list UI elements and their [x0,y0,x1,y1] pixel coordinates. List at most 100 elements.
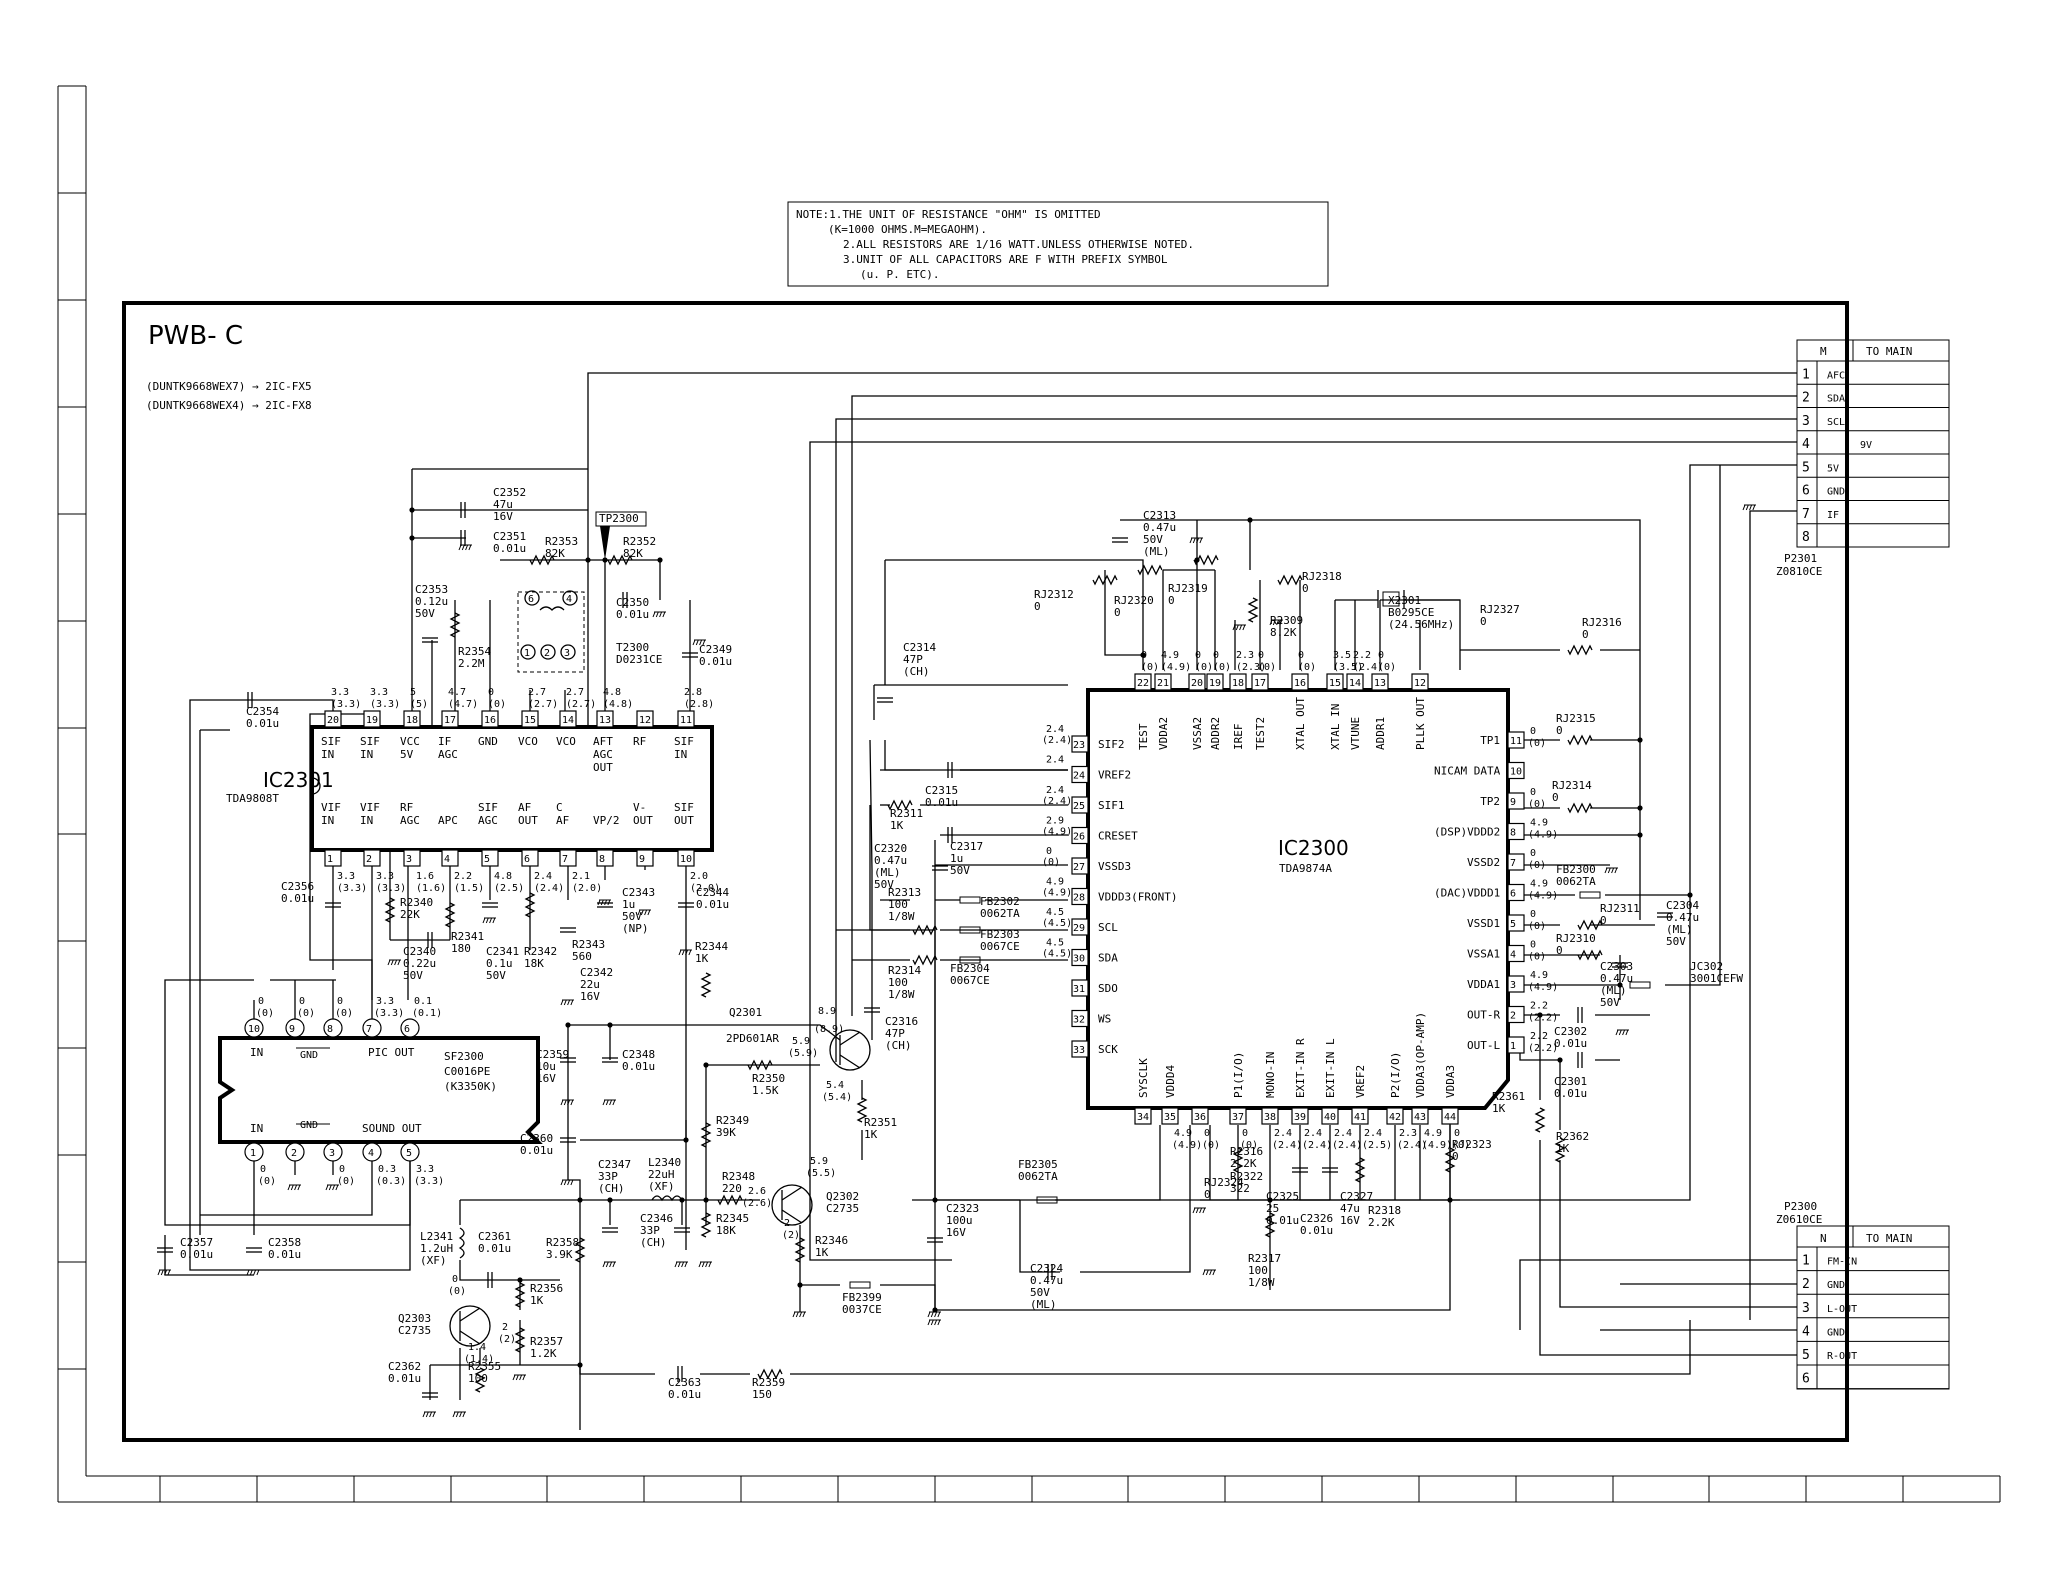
ic2300-pin [1071,735,1089,753]
component-label: 1K [530,1294,544,1307]
component-label: RJ2327 [1480,603,1520,616]
ground-hatch [492,917,496,924]
ic2301-pin-name: 5V [400,748,414,761]
voltage-label: (4.9) [1042,827,1072,838]
ic2301-pin-number: 20 [327,715,339,726]
ic2301-pin-name: OUT [633,814,653,827]
voltage-label: 4.9 [1530,879,1548,890]
voltage-label: 0 [1530,787,1536,798]
voltage-label: 0 [488,687,494,698]
connector-pin-number: 6 [1802,484,1810,499]
connector-pin-label: IF [1827,510,1839,521]
connector-pin-number: 1 [1802,367,1810,382]
ic2300-pin [1071,796,1089,814]
voltage-label: (4.9) [1042,888,1072,899]
voltage-label: 2.3 [1399,1128,1417,1139]
t2300-coil: 6 4 1 2 3 [517,590,585,673]
connector-pin-number: 2 [1802,1277,1810,1292]
voltage-label: 0 [1046,846,1052,857]
component-label: C2340 [403,945,436,958]
ic2300-pin-name: (DAC)VDDD1 [1434,887,1500,900]
ic2300-pin-name: (DSP)VDDD2 [1434,826,1500,839]
junction-dot [657,557,663,563]
ic2300-pin-number: 30 [1073,954,1085,965]
ground-hatch [468,544,472,551]
ic2300-pin-name: SIF1 [1098,799,1125,812]
component-label: FB2303 [980,928,1020,941]
voltage-label: (2) [498,1334,516,1345]
junction-dot [607,1022,613,1028]
ic2301-pin [403,710,421,728]
ic2300-pin [1071,765,1089,784]
tp2300 [595,511,647,560]
voltage-label: (5.9) [788,1048,818,1059]
voltage-label: (5.4) [822,1092,852,1103]
ground-hatch [1272,619,1276,626]
component-label: 16V [580,990,600,1003]
component-label: Q2303 [398,1312,431,1325]
ic2300-pin [1229,673,1247,691]
voltage-label: (5) [410,699,428,710]
sf2300-pin [244,1018,264,1038]
ic2300-pin [1507,975,1525,993]
ground-hatch [429,1411,433,1418]
ic2300-pin [1507,792,1525,810]
ground-hatch [609,1099,613,1106]
ic2300-pin-name: EXIT-IN R [1294,1038,1307,1098]
ground-hatch [799,1311,803,1318]
component-label: 560 [572,950,592,963]
ic2300-pin-number: 21 [1157,678,1169,689]
ground-hatch [652,611,656,618]
voltage-label: 4.8 [603,687,621,698]
ground-hatch [681,1261,685,1268]
component-label: 0062TA [1556,875,1596,888]
ground-hatch [397,959,401,966]
voltage-label: (0) [488,699,506,710]
ground-hatch [489,917,493,924]
component-label: C2362 [388,1360,421,1373]
component-label: 2.2K [1368,1216,1395,1229]
ic2300-pin [1071,948,1089,967]
component-label: T2300 [616,641,649,654]
component-label: (XF) [420,1254,447,1267]
voltage-label: 3.3 [370,687,388,698]
board-variant-1: (DUNTK9668WEX7) → 2IC-FX5 [146,380,312,393]
ground-hatch [560,1099,564,1106]
ground-hatch [1745,504,1749,511]
ground-hatch [570,1179,574,1186]
ic2300-pin-number: 40 [1324,1112,1336,1123]
ground-hatch [522,1374,526,1381]
junction-dot [1140,652,1146,658]
component-label: Q2302 [826,1190,859,1203]
voltage-label: 4.9 [1530,970,1548,981]
voltage-label: (4.5) [1042,918,1072,929]
ground-hatch [937,1311,941,1318]
ic2300-pin-number: 1 [1510,1041,1516,1052]
connector-pin-label: R-OUT [1827,1351,1857,1362]
connector-pin-number: 3 [1802,1301,1810,1316]
component-label: 16V [493,510,513,523]
component-label: C2735 [826,1202,859,1215]
ic2300-pin-name: MONO-IN [1264,1052,1277,1098]
component-label: 0.47u [874,854,907,867]
component-label: 1K [695,952,709,965]
sf2300-in-top: IN [250,1046,263,1059]
connector-pin-label: 5V [1827,463,1839,474]
junction-dot [703,1197,709,1203]
voltage-label: 0 [1530,848,1536,859]
ic2300-pin-name: VDDA1 [1467,978,1500,991]
component-label: 0.01u [616,608,649,621]
component-label: R2356 [530,1282,563,1295]
voltage-label: (0.3) [376,1176,406,1187]
ic2300-pin-number: 8 [1510,828,1516,839]
ic2300-pin-name: SDO [1098,982,1118,995]
component-label: RJ2323 [1452,1138,1492,1151]
ic2300-pin-number: 19 [1209,678,1221,689]
board-variant-2: (DUNTK9668WEX4) → 2IC-FX8 [146,399,312,412]
ground-hatch [1742,504,1746,511]
ground-hatch [699,639,703,646]
component-label: FB2399 [842,1291,882,1304]
component-symbols [157,502,1673,1398]
ground-hatch [482,917,486,924]
